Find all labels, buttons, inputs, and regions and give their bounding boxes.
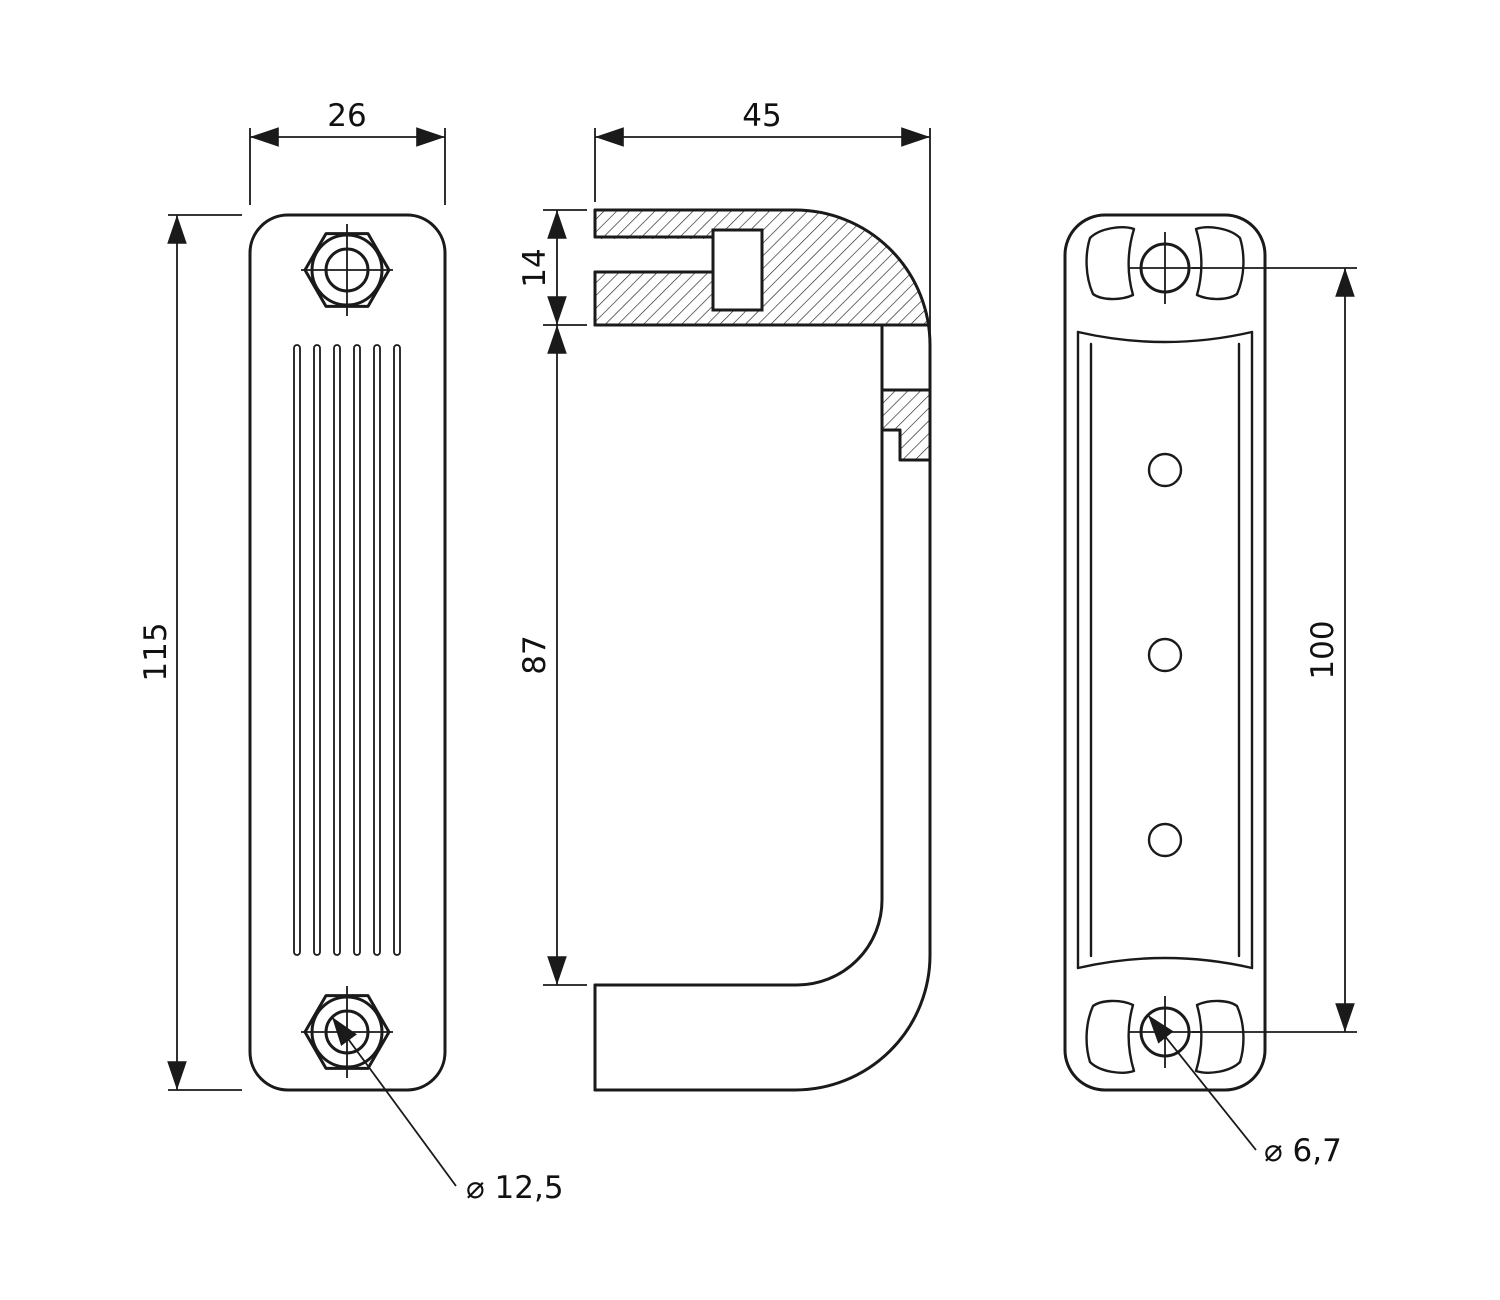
back-outline	[1063, 213, 1267, 1092]
bottom-cap-boundary	[1076, 956, 1254, 970]
dim-front-height: 115	[138, 214, 242, 1091]
inner-edge-lines	[1089, 342, 1241, 958]
back-center-holes	[1147, 452, 1183, 858]
small-hole	[1147, 452, 1183, 488]
flute-slot	[373, 344, 381, 956]
section-view	[593, 208, 932, 1092]
dimension-value: 115	[138, 622, 174, 681]
screw-hole-void	[595, 239, 713, 271]
dimensions: 26 115 45 14 87 100 ⌀	[138, 98, 1357, 1206]
leader-line	[1147, 1014, 1257, 1151]
dimension-value: 14	[517, 248, 553, 287]
centerline-cross	[301, 224, 393, 316]
flute-slot	[393, 344, 401, 956]
dim-section-top-thickness: 14	[517, 209, 587, 326]
front-outline	[248, 213, 447, 1092]
centerline-cross	[1129, 996, 1201, 1068]
dim-front-width: 26	[249, 98, 446, 205]
front-bottom-boss	[301, 986, 393, 1078]
leader-back-hole-dia: ⌀ 6,7	[1147, 1014, 1342, 1169]
front-top-boss	[301, 224, 393, 316]
leader-front-hole-dia: ⌀ 12,5	[331, 1016, 564, 1206]
counterbore	[711, 228, 764, 312]
back-view	[1063, 213, 1267, 1092]
dim-section-inner-height: 87	[517, 325, 587, 986]
back-top-hole	[1129, 232, 1201, 304]
flute-slot	[313, 344, 321, 956]
section-hatch-step	[882, 390, 930, 460]
bottom-cap-recesses	[1085, 999, 1245, 1074]
dimension-value: 87	[517, 635, 553, 674]
recess-wing	[1085, 226, 1136, 301]
flute-slot	[353, 344, 361, 956]
dimension-value: 100	[1305, 620, 1341, 679]
centerline-cross	[301, 986, 393, 1078]
screw-hole-edges	[593, 235, 715, 274]
extension-lines	[168, 214, 242, 1091]
dim-back-hole-spacing: 100	[1192, 267, 1357, 1033]
extension-lines	[1192, 267, 1357, 1033]
side-edge-lines	[1076, 330, 1254, 970]
extension-lines	[249, 128, 446, 205]
dim-section-depth: 45	[594, 98, 931, 337]
small-hole	[1147, 822, 1183, 858]
section-inner-profile	[593, 428, 884, 987]
dimension-value: ⌀ 12,5	[466, 1170, 564, 1206]
recess-wing	[1194, 999, 1245, 1074]
section-outer-profile	[593, 208, 932, 1092]
recess-wing	[1085, 999, 1136, 1074]
flute-slot	[333, 344, 341, 956]
top-cap-boundary	[1076, 330, 1254, 344]
front-view	[248, 213, 447, 1092]
small-hole	[1147, 637, 1183, 673]
centerline-cross	[1129, 232, 1201, 304]
dimension-value: 45	[742, 98, 781, 134]
recess-wing	[1194, 226, 1245, 301]
flute-slot	[293, 344, 301, 956]
dimension-value: ⌀ 6,7	[1264, 1133, 1342, 1169]
dimension-value: 26	[327, 98, 366, 134]
back-bottom-hole	[1129, 996, 1201, 1068]
front-flutes	[293, 344, 401, 956]
top-cap-recesses	[1085, 226, 1245, 301]
leader-line	[331, 1016, 457, 1187]
